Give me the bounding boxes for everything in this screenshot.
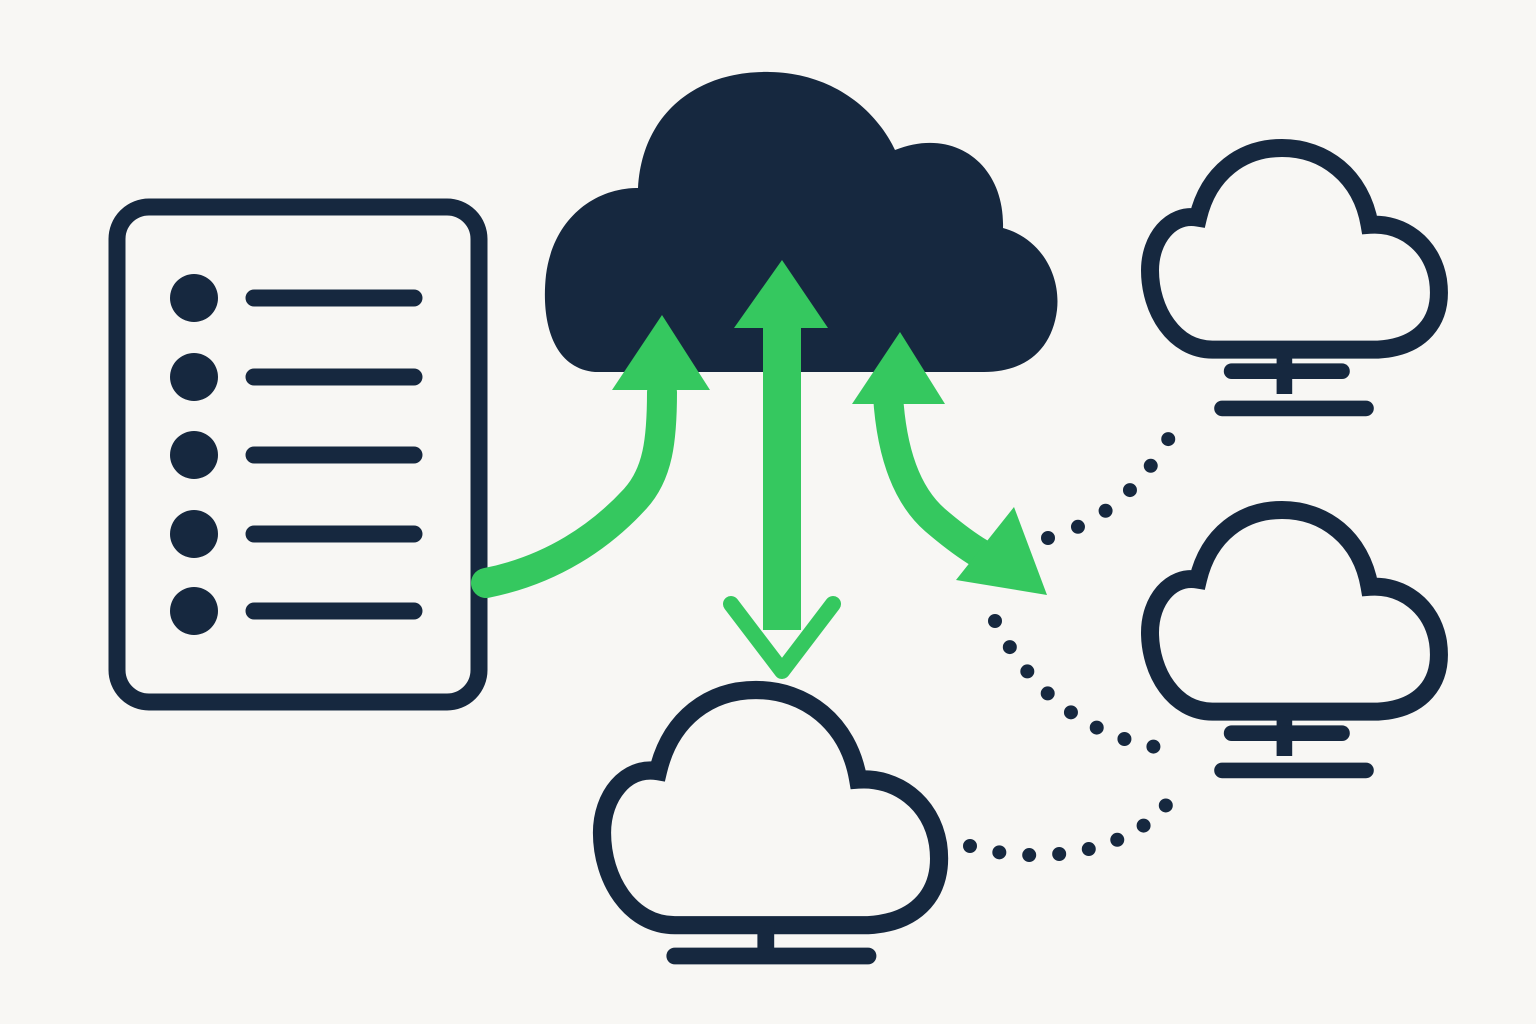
- document-list: [170, 274, 423, 635]
- arrowhead-right-icon: [956, 507, 1047, 595]
- arrowhead-up-icon: [852, 332, 945, 404]
- arrowhead-up-icon: [734, 260, 828, 328]
- dotted-network-links: [963, 404, 1190, 863]
- central-filled-cloud-icon: [544, 71, 1058, 372]
- central-to-bottom-cloud-arrow: [723, 260, 841, 679]
- document-outer-frame: [108, 198, 488, 711]
- arrowhead-down-icon: [723, 596, 841, 679]
- document-to-central-cloud-arrow: [471, 315, 710, 598]
- top-right-cloud-network-icon: [1150, 148, 1439, 417]
- dotted-link-to-bottom-cloud: [963, 783, 1183, 863]
- middle-right-cloud-network-icon: [1150, 510, 1439, 779]
- bullet-icon: [170, 587, 218, 635]
- bottom-cloud-network-icon: [602, 690, 939, 965]
- bullet-icon: [170, 274, 218, 322]
- bullet-icon: [170, 353, 218, 401]
- dotted-link-to-middle-right-cloud: [988, 614, 1183, 757]
- bullet-icon: [170, 510, 218, 558]
- arrowhead-up-icon: [612, 315, 710, 390]
- central-to-right-cloud-arrow: [852, 332, 1047, 595]
- bullet-icon: [170, 431, 218, 479]
- dotted-link-to-top-right-cloud: [1041, 404, 1190, 545]
- list-document-icon: [108, 198, 488, 711]
